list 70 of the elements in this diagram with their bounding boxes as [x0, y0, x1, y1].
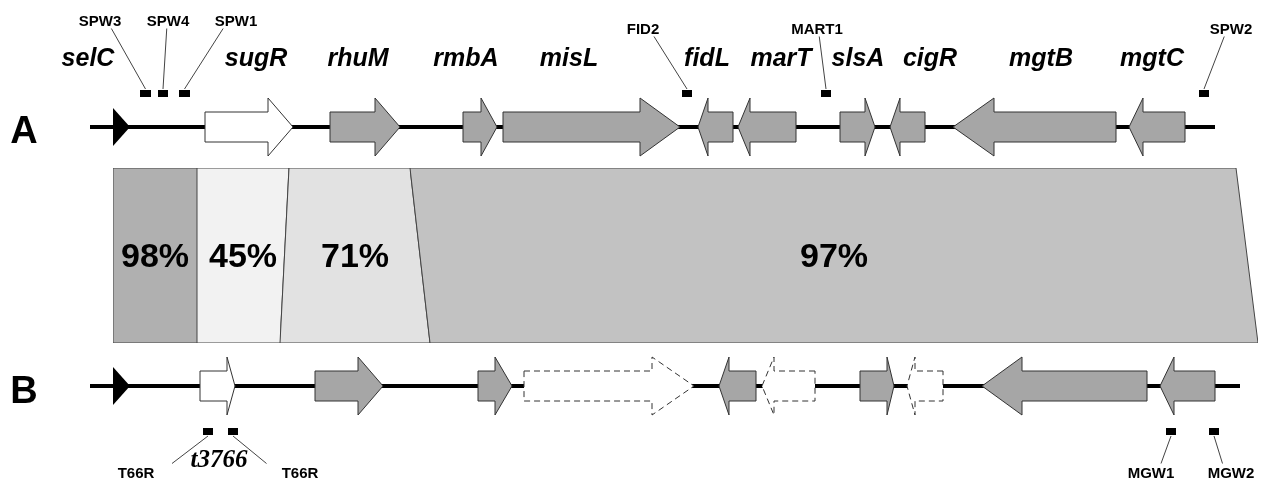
primer-label: MGW1 [1127, 464, 1175, 480]
leader-line [171, 435, 209, 464]
gene-block [737, 97, 797, 157]
primer-label: MART1 [791, 20, 843, 36]
primer-marker [682, 90, 692, 97]
primer-marker [228, 428, 238, 435]
gene-block [204, 97, 294, 157]
identity-band [197, 168, 289, 343]
primer-marker [158, 90, 168, 97]
gene-name: marT [750, 44, 812, 70]
gene-block [906, 356, 944, 416]
leader-line [232, 435, 267, 464]
leader-line [818, 36, 827, 90]
gene-block [952, 97, 1117, 157]
primer-label: SPW2 [1209, 20, 1253, 36]
gene-block [199, 356, 236, 416]
primer-marker [179, 90, 190, 97]
gene-block [718, 356, 757, 416]
gene-block [981, 356, 1148, 416]
gene-name: rhuM [327, 44, 389, 70]
leader-line [162, 28, 168, 90]
gene-block [314, 356, 384, 416]
gene-block [462, 97, 498, 157]
gene-name: mgtC [1120, 44, 1184, 70]
primer-label: FID2 [626, 20, 660, 36]
gene-block [329, 97, 401, 157]
gene-block [1159, 356, 1216, 416]
leader-line [110, 28, 146, 90]
percent-identity: 98% [120, 236, 190, 275]
gene-block [859, 356, 895, 416]
gene-name: slsA [831, 44, 885, 70]
primer-label: SPW4 [146, 12, 190, 28]
identity-band [410, 168, 1258, 343]
primer-label: MGW2 [1207, 464, 1255, 480]
gene-name: selC [61, 44, 115, 70]
gene-block [502, 97, 681, 157]
gene-block [523, 356, 695, 416]
gene-block [697, 97, 734, 157]
primer-marker [1199, 90, 1209, 97]
primer-marker [1166, 428, 1176, 435]
primer-marker [1209, 428, 1219, 435]
gene-block [1128, 97, 1186, 157]
gene-name: sugR [224, 44, 288, 70]
primer-label: SPW1 [214, 12, 258, 28]
gene-name: fidL [684, 44, 730, 70]
gene-block [477, 356, 513, 416]
gene-block [761, 356, 816, 416]
primer-marker [140, 90, 151, 97]
row-letter: B [10, 371, 38, 409]
primer-label: T66R [281, 464, 319, 480]
gene-block [839, 97, 876, 157]
percent-identity: 97% [799, 236, 869, 275]
gene-name: misL [539, 44, 599, 70]
primer-label: SPW3 [78, 12, 122, 28]
primer-label: T66R [117, 464, 155, 480]
primer-marker [203, 428, 213, 435]
identity-band [113, 168, 197, 343]
row-letter: A [10, 111, 38, 149]
gene-name: cigR [902, 44, 958, 70]
leader-line [653, 36, 688, 90]
leader-line [1160, 435, 1172, 464]
leader-line [1203, 36, 1225, 90]
gene-name: t3766 [190, 445, 248, 471]
gene-name: rmbA [433, 44, 499, 70]
leader-line [1213, 435, 1223, 464]
leader-line [184, 28, 224, 90]
percent-identity: 45% [208, 236, 278, 275]
primer-marker [821, 90, 831, 97]
gene-block [889, 97, 926, 157]
gene-name: mgtB [1009, 44, 1073, 70]
